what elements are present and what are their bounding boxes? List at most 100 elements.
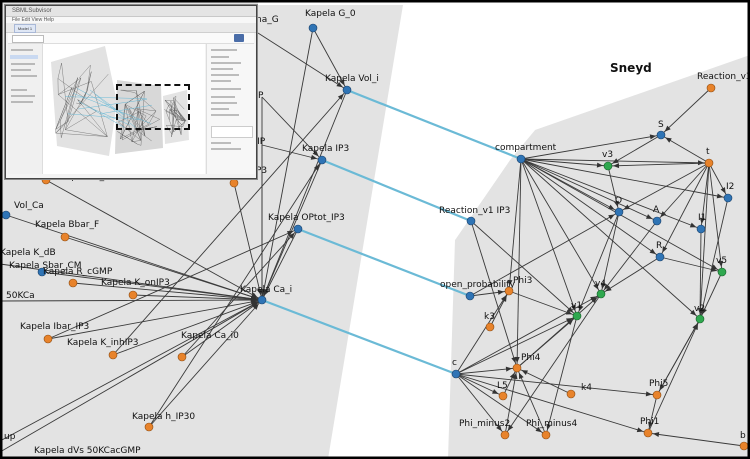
edge: [455, 315, 578, 375]
overview-region: [51, 46, 117, 156]
node-kkon[interactable]: [128, 290, 138, 300]
edge: [700, 162, 710, 230]
node-comp[interactable]: [516, 154, 526, 164]
node-k4[interactable]: [566, 389, 576, 399]
edge-layer: [0, 27, 745, 453]
model-link-line: [321, 158, 472, 223]
node-phi1[interactable]: [643, 428, 653, 438]
node-krcgmp[interactable]: [68, 278, 78, 288]
overview-edge: [173, 96, 177, 98]
edge-arrowhead: [512, 372, 518, 380]
node-t[interactable]: [704, 158, 714, 168]
node-kg[interactable]: [308, 23, 318, 33]
edge-arrowhead: [590, 296, 597, 302]
node-s[interactable]: [656, 130, 666, 140]
overview-edge: [61, 77, 78, 138]
overview-edge: [55, 120, 61, 130]
node-label-kkon: Kapela K_onIP3: [101, 278, 170, 288]
node-kca[interactable]: [257, 295, 267, 305]
node-label-kgx: na_G: [256, 15, 279, 25]
node-v1[interactable]: [572, 311, 582, 321]
edge: [520, 158, 658, 222]
node-v5[interactable]: [717, 267, 727, 277]
node-label-phi1: Phi1: [640, 417, 659, 427]
node-phim2[interactable]: [500, 430, 510, 440]
node-label-v1: v1: [571, 301, 582, 311]
overview-edge: [55, 121, 69, 134]
edge-arrowhead: [596, 162, 604, 168]
node-phi4[interactable]: [512, 363, 522, 373]
edge-arrowhead: [565, 309, 573, 315]
node-a[interactable]: [652, 216, 662, 226]
overview-canvas[interactable]: [43, 44, 205, 174]
menu-bar[interactable]: File Edit View Help: [6, 17, 256, 24]
node-i1[interactable]: [696, 224, 706, 234]
node-phi5[interactable]: [652, 390, 662, 400]
node-v4[interactable]: [596, 289, 606, 299]
node-kbbar[interactable]: [60, 232, 70, 242]
node-kkip3[interactable]: [229, 178, 239, 188]
overview-edge: [138, 110, 157, 129]
node-kcai0[interactable]: [177, 352, 187, 362]
node-rv1[interactable]: [466, 216, 476, 226]
edge: [455, 290, 510, 375]
edge: [576, 211, 620, 317]
edge: [148, 159, 323, 428]
edge-arrowhead: [612, 163, 620, 169]
overview-edge: [125, 104, 133, 142]
node-kibar[interactable]: [43, 334, 53, 344]
edge: [520, 158, 578, 317]
white-notch-region: [455, 130, 535, 240]
node-i2[interactable]: [723, 193, 733, 203]
node-v2[interactable]: [695, 314, 705, 324]
edge: [520, 158, 602, 295]
node-phi3[interactable]: [504, 286, 514, 296]
search-input[interactable]: [12, 35, 44, 43]
edge-arrowhead: [259, 289, 265, 295]
edge: [508, 290, 578, 317]
node-b[interactable]: [739, 441, 749, 451]
overview-edge: [131, 110, 139, 142]
node-phim4[interactable]: [541, 430, 551, 440]
node-kvol[interactable]: [342, 85, 352, 95]
edge-arrowhead: [518, 372, 524, 380]
edge: [181, 299, 263, 358]
node-o[interactable]: [614, 207, 624, 217]
overview-edge: [134, 92, 157, 112]
edge: [72, 282, 263, 301]
node-rv3[interactable]: [706, 83, 716, 93]
node-r[interactable]: [655, 252, 665, 262]
node-v3[interactable]: [603, 161, 613, 171]
app-window-inset: SBMLSubvisor File Edit View Help Model 1: [5, 5, 257, 179]
overview-edge: [55, 86, 73, 130]
node-ksbar[interactable]: [37, 267, 47, 277]
edge: [504, 367, 518, 436]
selected-model-row[interactable]: [10, 55, 38, 59]
overview-edge: [125, 104, 141, 141]
panel-line: [211, 148, 241, 150]
node-k3[interactable]: [485, 322, 495, 332]
edge-arrowhead: [689, 222, 697, 228]
overview-edge: [165, 104, 170, 112]
node-label-kup: up: [4, 432, 16, 442]
overview-graph: [51, 46, 189, 156]
node-kh[interactable]: [144, 422, 154, 432]
edge-arrowhead: [497, 289, 505, 295]
node-label-phi5: Phi5: [649, 379, 668, 389]
node-kvolca[interactable]: [1, 210, 11, 220]
tab-model[interactable]: Model 1: [14, 24, 36, 33]
edge-arrowhead: [710, 266, 718, 272]
node-l5[interactable]: [498, 391, 508, 401]
overview-link: [67, 113, 142, 120]
node-kkinh[interactable]: [108, 350, 118, 360]
node-c[interactable]: [451, 369, 461, 379]
edge: [261, 159, 323, 301]
panel-line: [211, 49, 237, 51]
node-kip3[interactable]: [317, 155, 327, 165]
node-kopen[interactable]: [293, 224, 303, 234]
node-oprob[interactable]: [465, 291, 475, 301]
layout-button[interactable]: [234, 34, 244, 42]
node-label-ksbar: Kapela Sbar_CM: [9, 261, 82, 271]
overview-link: [78, 99, 148, 110]
